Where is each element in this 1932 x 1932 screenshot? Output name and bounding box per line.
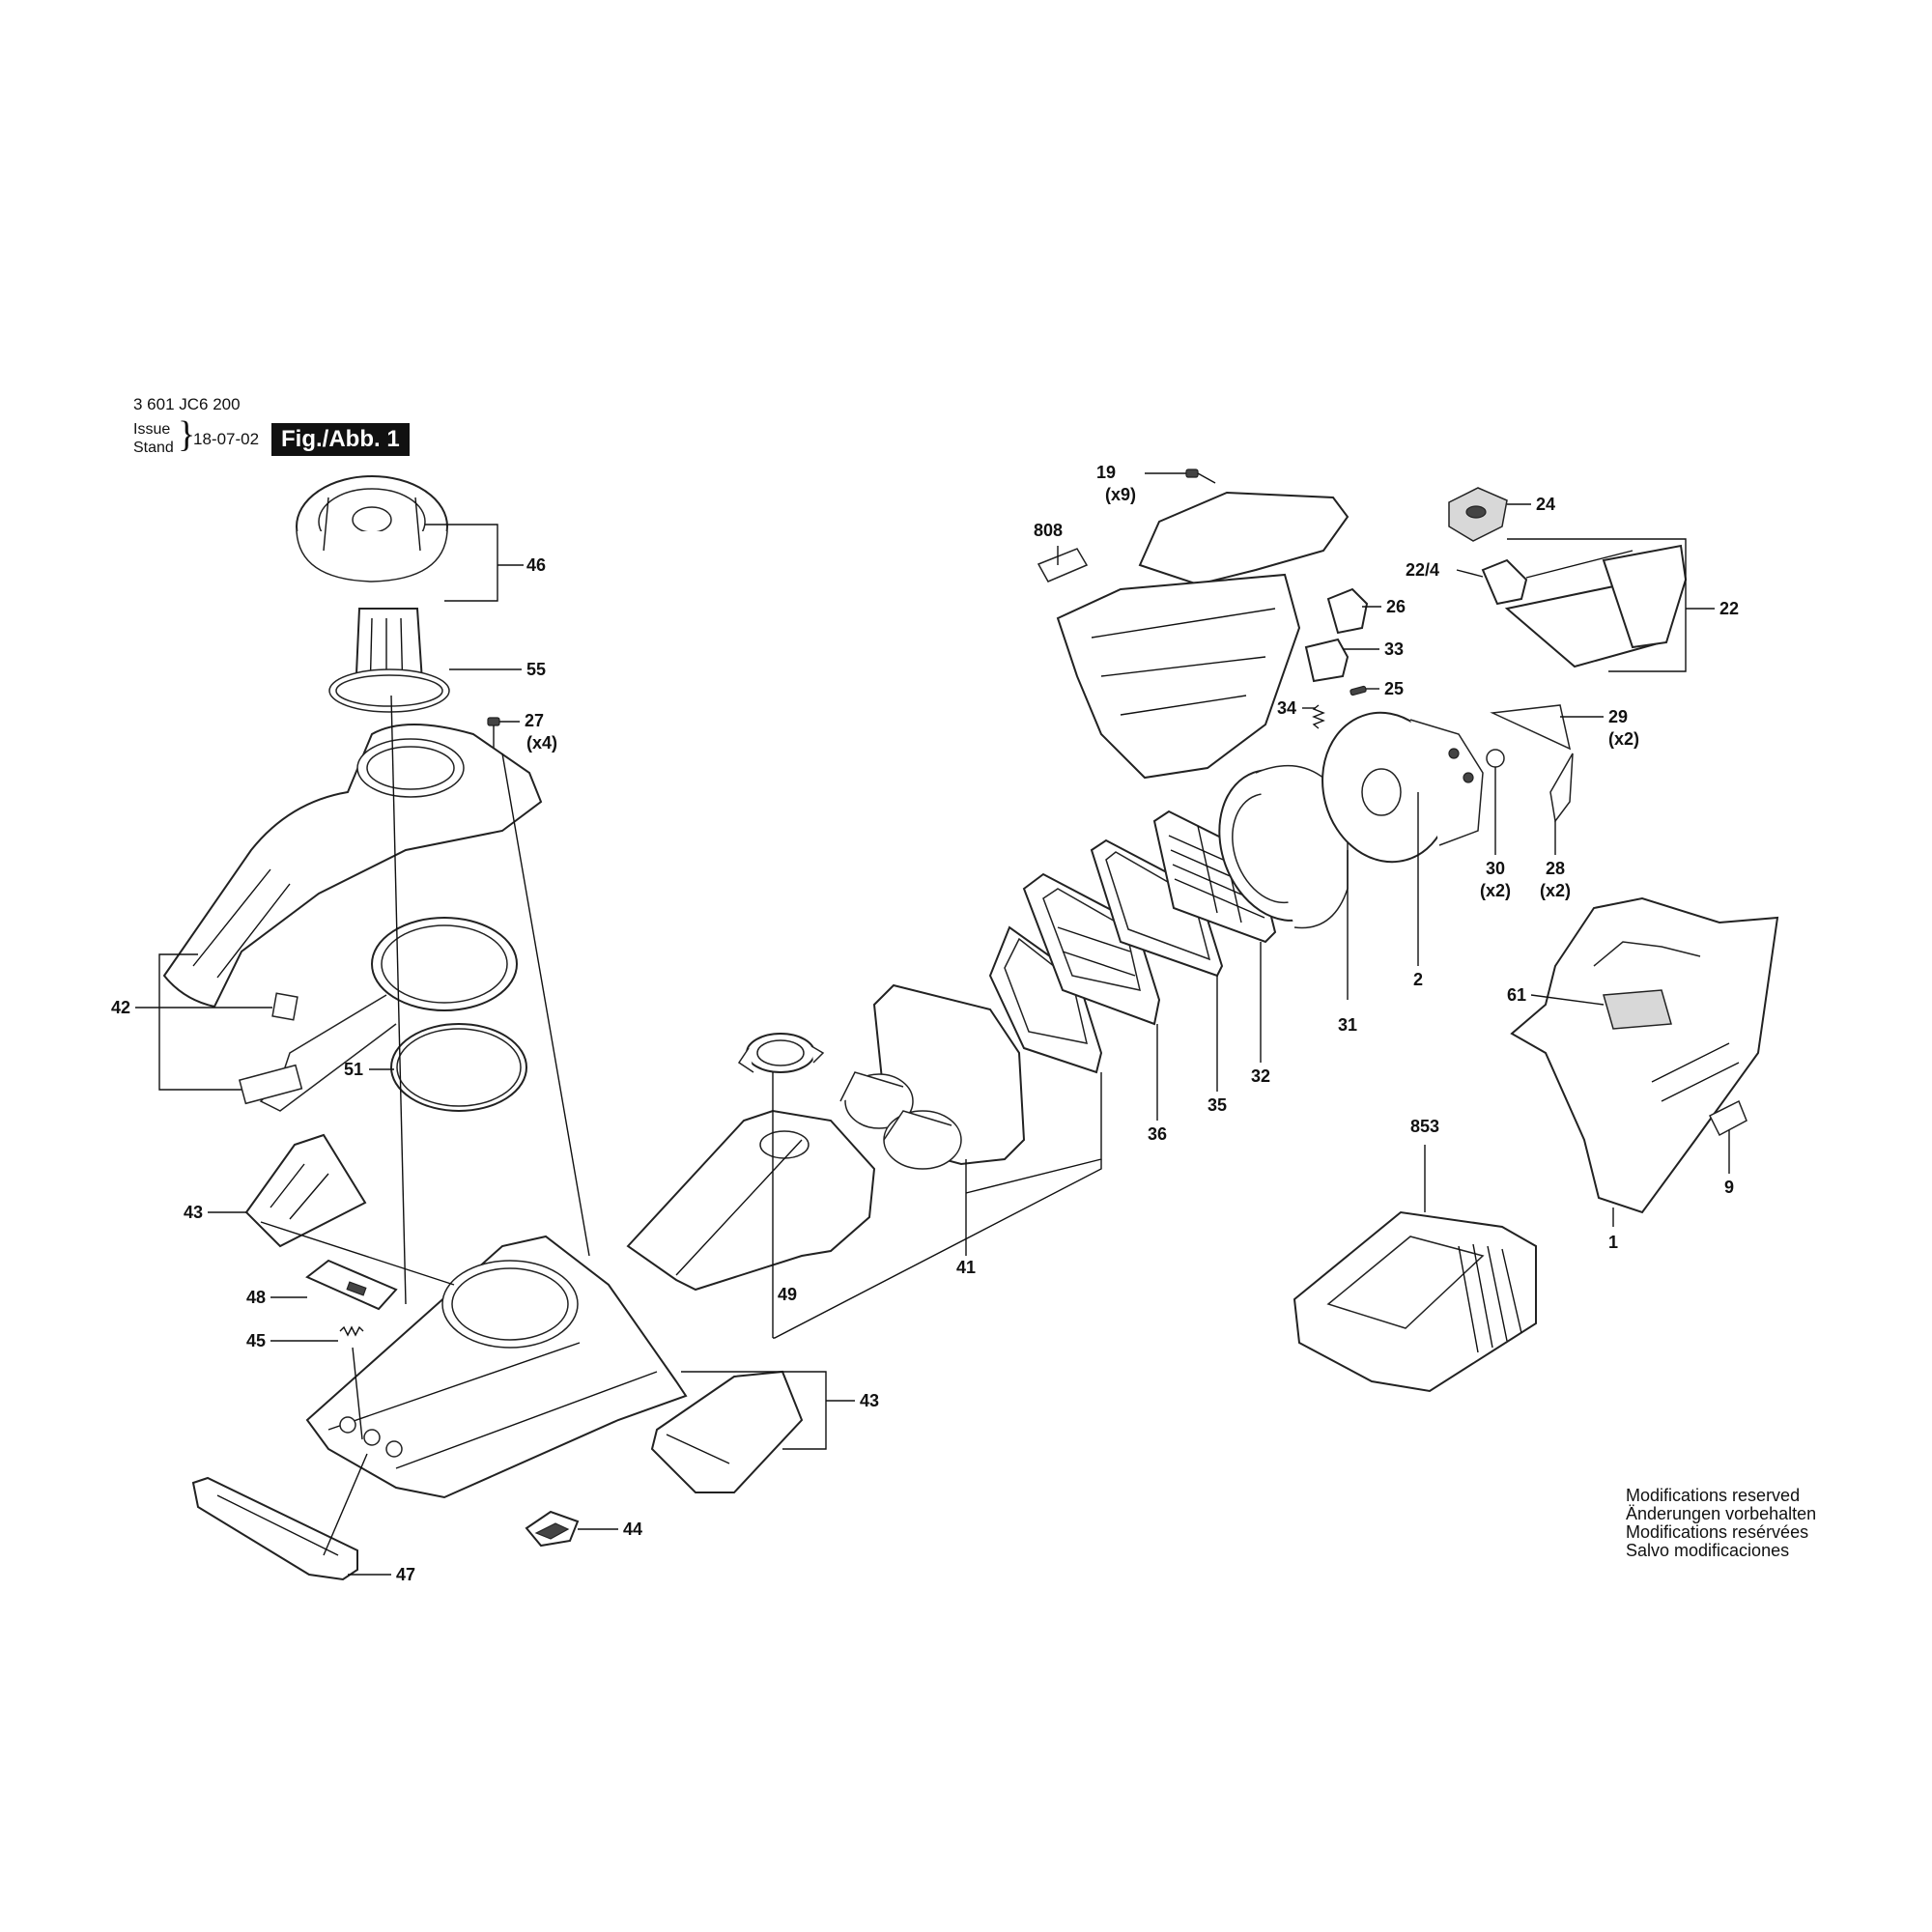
callout-853: 853 bbox=[1410, 1117, 1439, 1136]
part-dust-container bbox=[305, 1235, 688, 1499]
callout-26: 26 bbox=[1386, 597, 1406, 616]
callout-43-upper: 43 bbox=[184, 1203, 203, 1222]
part-36-gasket bbox=[988, 925, 1103, 1074]
callout-34: 34 bbox=[1277, 698, 1296, 718]
part-19-screw bbox=[1185, 469, 1216, 484]
part-42-frame bbox=[238, 917, 518, 1112]
stand-label: Stand bbox=[133, 440, 174, 456]
callout-22-4: 22/4 bbox=[1406, 560, 1439, 580]
callout-48: 48 bbox=[246, 1288, 266, 1307]
leader-lines bbox=[135, 472, 1730, 1576]
part-48-latch bbox=[305, 1259, 398, 1311]
callout-49: 49 bbox=[778, 1285, 797, 1304]
part-30-screw bbox=[1486, 749, 1505, 784]
callout-30: 30 bbox=[1486, 859, 1505, 878]
callout-32: 32 bbox=[1251, 1066, 1270, 1086]
callout-31: 31 bbox=[1338, 1015, 1357, 1035]
callout-1: 1 bbox=[1608, 1233, 1618, 1252]
note-en: Modifications reserved bbox=[1626, 1486, 1801, 1505]
callout-29: 29 bbox=[1608, 707, 1628, 726]
part-9-label bbox=[1708, 1099, 1747, 1137]
part-24-switch-cap bbox=[1448, 487, 1508, 542]
figure-badge: Fig./Abb. 1 bbox=[271, 423, 410, 456]
part-housing-half bbox=[1056, 491, 1350, 780]
part-55-filter-cartridge bbox=[328, 608, 450, 713]
note-fr: Modifications resérvées bbox=[1626, 1522, 1809, 1542]
callout-33: 33 bbox=[1384, 639, 1404, 659]
callout-61: 61 bbox=[1507, 985, 1526, 1005]
part-49-crevice-nozzle bbox=[626, 1109, 876, 1292]
part-33 bbox=[1304, 638, 1350, 683]
part-34-spring bbox=[1312, 704, 1325, 729]
callout-27: 27 bbox=[525, 711, 544, 730]
modification-notes: Modifications reserved Änderungen vorbeh… bbox=[1626, 1487, 1816, 1560]
part-22-switch-board bbox=[1481, 544, 1688, 668]
part-46-filter-lid bbox=[296, 475, 448, 582]
part-28-plate bbox=[1549, 753, 1574, 823]
note-de: Änderungen vorbehalten bbox=[1626, 1504, 1817, 1523]
part-43-cover-upper bbox=[244, 1133, 367, 1248]
part-853-charger bbox=[1293, 1210, 1537, 1393]
part-43-nozzle bbox=[650, 1370, 804, 1493]
callout-2: 2 bbox=[1413, 970, 1423, 989]
callout-22: 22 bbox=[1719, 599, 1739, 618]
callout-29-qty: (x2) bbox=[1608, 729, 1639, 749]
part-51-seal-ring bbox=[390, 1023, 527, 1112]
part-31-foam-ring bbox=[1218, 765, 1349, 929]
part-35-frame bbox=[1090, 838, 1224, 978]
callout-25: 25 bbox=[1384, 679, 1404, 698]
issue-date: 18-07-02 bbox=[193, 430, 260, 448]
callout-55: 55 bbox=[526, 660, 546, 679]
part-26 bbox=[1326, 587, 1369, 635]
part-49-coupling-ring bbox=[737, 1033, 825, 1073]
part-25-pin bbox=[1350, 685, 1367, 696]
callout-28-qty: (x2) bbox=[1540, 881, 1571, 900]
callout-808: 808 bbox=[1034, 521, 1063, 540]
document-number: 3 601 JC6 200 bbox=[133, 395, 241, 413]
part-27-screw bbox=[487, 717, 500, 749]
part-1-handle-housing bbox=[1510, 896, 1779, 1214]
callout-19: 19 bbox=[1096, 463, 1116, 482]
callout-27-qty: (x4) bbox=[526, 733, 557, 753]
callout-51: 51 bbox=[344, 1060, 363, 1079]
callout-44: 44 bbox=[623, 1520, 642, 1539]
part-808-label bbox=[1037, 548, 1089, 582]
callout-19-qty: (x9) bbox=[1105, 485, 1136, 504]
issue-brace: } bbox=[178, 414, 196, 455]
callout-36: 36 bbox=[1148, 1124, 1167, 1144]
part-44-button bbox=[525, 1510, 580, 1548]
callout-28: 28 bbox=[1546, 859, 1565, 878]
part-42-upper-housing bbox=[162, 724, 543, 1009]
callout-30-qty: (x2) bbox=[1480, 881, 1511, 900]
callout-42: 42 bbox=[111, 998, 130, 1017]
callout-9: 9 bbox=[1724, 1178, 1734, 1197]
callout-24: 24 bbox=[1536, 495, 1555, 514]
callout-35: 35 bbox=[1208, 1095, 1227, 1115]
callout-43-right: 43 bbox=[860, 1391, 879, 1410]
issue-label: Issue bbox=[133, 421, 171, 438]
callout-labels: 19 (x9) 808 24 22/4 22 26 33 34 25 29 (x… bbox=[111, 463, 1739, 1584]
callout-45: 45 bbox=[246, 1331, 266, 1350]
part-29-plate bbox=[1490, 704, 1572, 751]
part-36-pre-filter bbox=[1022, 872, 1161, 1026]
note-es: Salvo modificaciones bbox=[1626, 1541, 1790, 1560]
part-41-housing-front bbox=[839, 983, 1026, 1170]
part-47-trim-strip bbox=[191, 1476, 358, 1581]
callout-46: 46 bbox=[526, 555, 546, 575]
callout-41: 41 bbox=[956, 1258, 976, 1277]
callout-47: 47 bbox=[396, 1565, 415, 1584]
part-45-spring bbox=[339, 1325, 364, 1337]
